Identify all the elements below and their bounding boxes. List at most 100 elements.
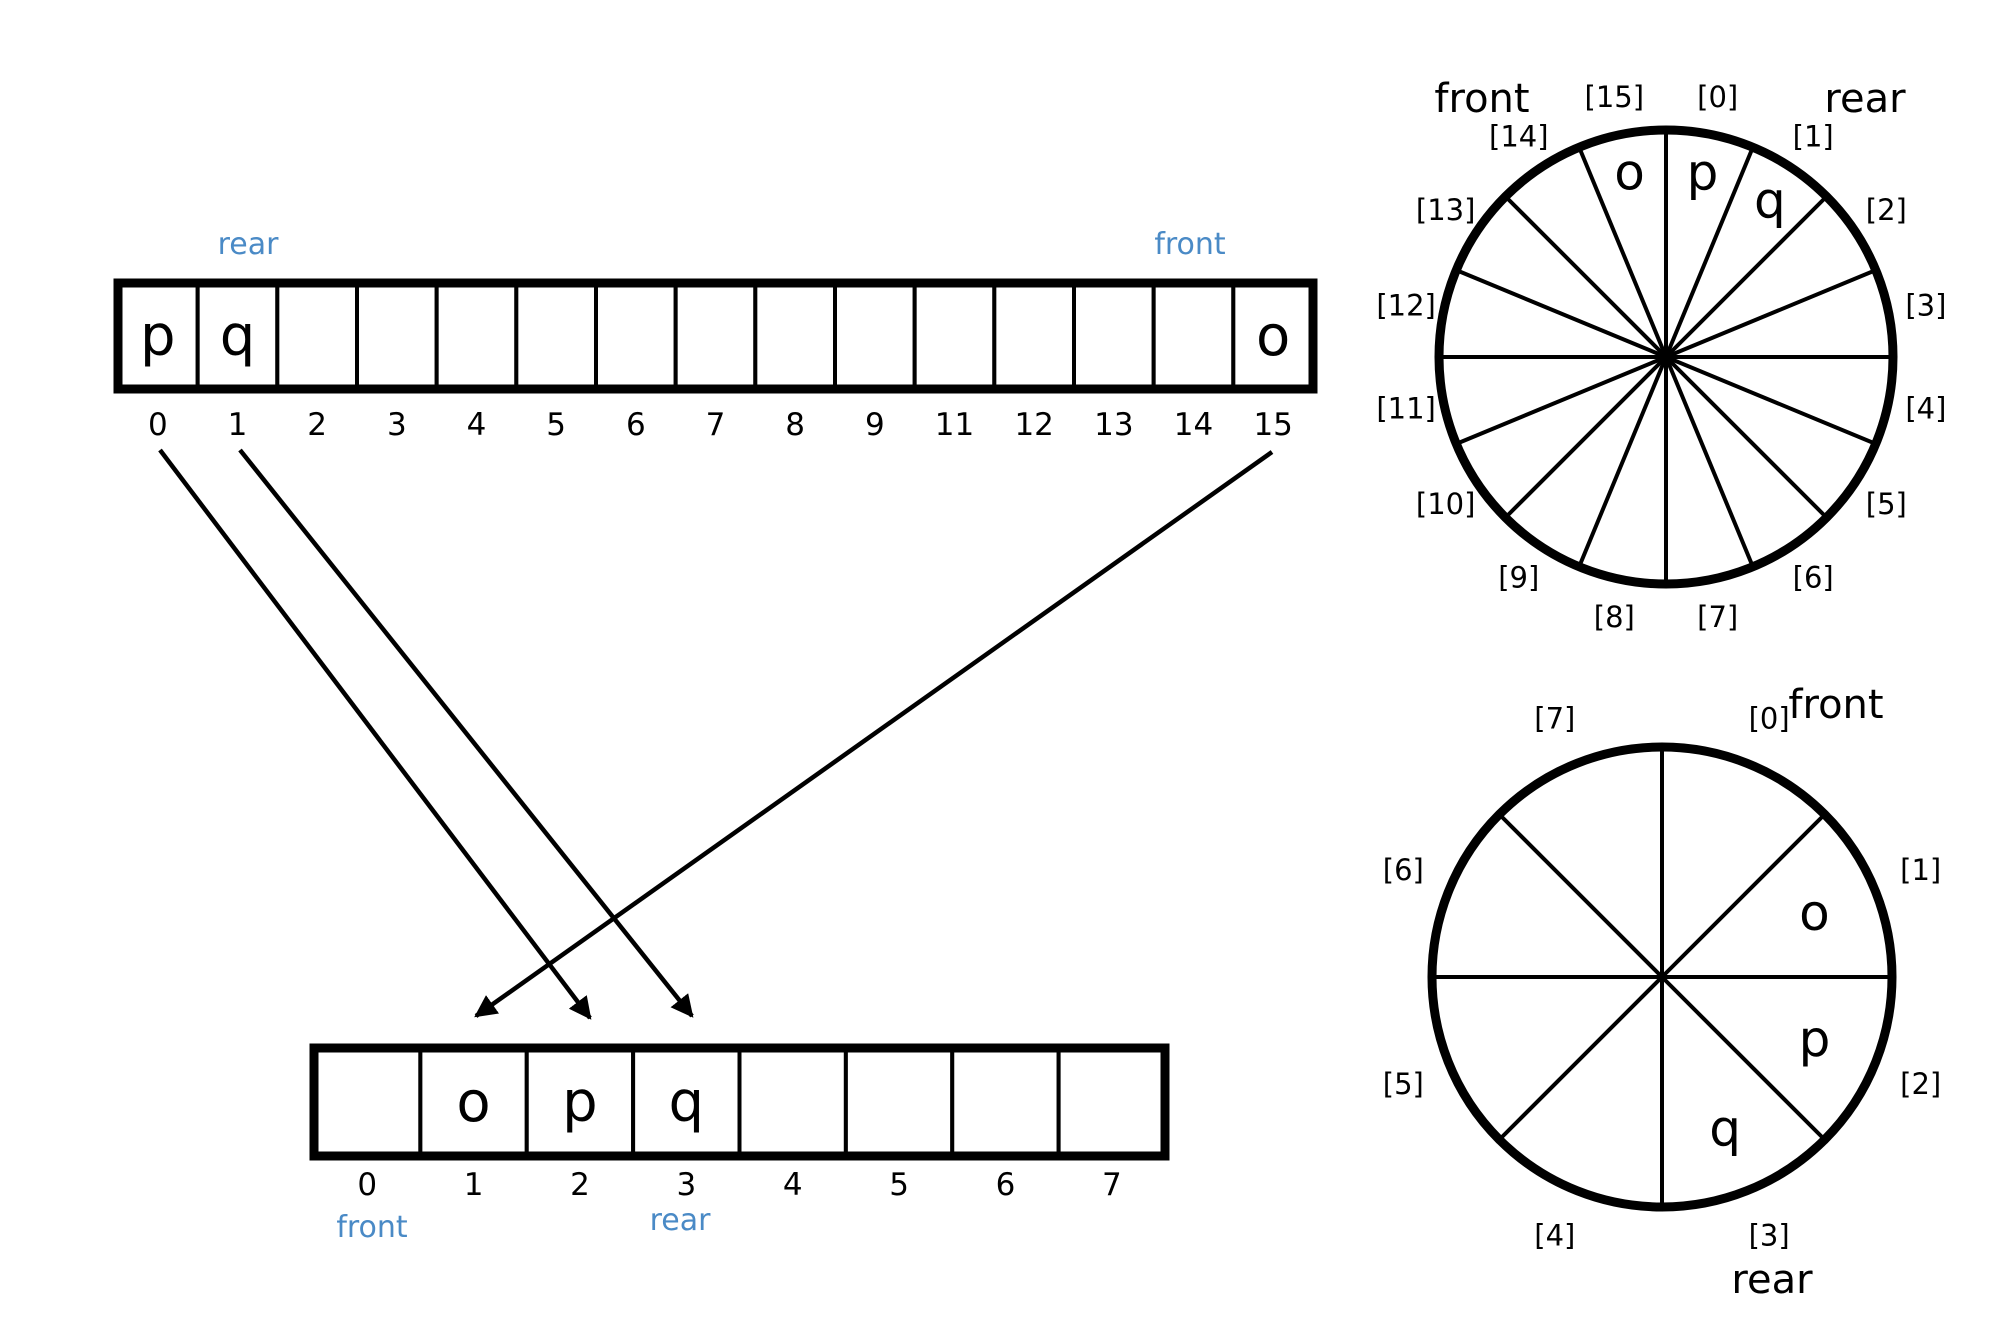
old-circular-queue: [0][1][2][3][4][5][6][7][8][9][10][11][1… (1376, 76, 1946, 634)
old-circle-ring (1434, 125, 1898, 589)
new-circle-ring (1427, 742, 1897, 1212)
new-array-cell-5 (843, 1046, 955, 1158)
old-array-index-label: 5 (546, 407, 566, 443)
old-circle-slot-label: [15] (1585, 80, 1645, 114)
new-array-frame (309, 1043, 1170, 1161)
old-array-index-label: 3 (387, 407, 407, 443)
old-array-index-label: 1 (228, 407, 248, 443)
new-circle-slot-value: p (1799, 1010, 1831, 1068)
old-array-index-label: 11 (935, 407, 974, 443)
old-circle-rear-pointer: rear (1824, 76, 1906, 122)
new-circle-slot-label: [1] (1900, 853, 1941, 887)
new-circle-front-pointer: front (1788, 682, 1883, 728)
old-array-index-label: 9 (865, 407, 885, 443)
old-circle-slot-label: [9] (1498, 560, 1539, 594)
old-circle-slot-label: [7] (1697, 600, 1738, 634)
new-array-index-label: 3 (676, 1167, 696, 1203)
old-array-index-label: 7 (706, 407, 726, 443)
new-array-index-label: 2 (570, 1167, 590, 1203)
old-circle-slot-label: [13] (1416, 193, 1476, 227)
old-circle-slot-label: [8] (1594, 600, 1635, 634)
old-circle-slot-label: [2] (1866, 193, 1907, 227)
new-array-index-label: 1 (464, 1167, 484, 1203)
old-array-cell-9 (833, 281, 917, 391)
old-circle-spoke (1664, 355, 1828, 519)
old-array-cell-4 (434, 281, 519, 391)
arrow-o-copy (474, 450, 1274, 1018)
old-circle-slot-labels: [0][1][2][3][4][5][6][7][8][9][10][11][1… (1376, 80, 1946, 634)
old-array-frame (113, 278, 1318, 394)
old-circle-spoke (1664, 356, 1755, 568)
new-circle-spoke (1660, 812, 1827, 979)
new-circle-slot-label: [4] (1534, 1219, 1575, 1253)
old-array-cell-2 (275, 281, 360, 391)
old-circle-spoke (1455, 355, 1667, 446)
new-array-cell-7 (1056, 1046, 1167, 1158)
old-array-index-label: 8 (785, 407, 805, 443)
new-circle-slot-value: o (1799, 884, 1830, 942)
old-array-index-label: 0 (148, 407, 168, 443)
new-circle-rear-pointer: rear (1731, 1257, 1813, 1303)
old-circle-slot-value: p (1687, 144, 1719, 202)
old-circle-spoke (1665, 355, 1877, 446)
old-circle-slot-label: [11] (1376, 392, 1436, 426)
new-circle-slot-label: [6] (1383, 853, 1424, 887)
old-array-index-label: 6 (626, 407, 646, 443)
old-circle-spoke (1504, 355, 1668, 519)
new-array-index-label: 4 (783, 1167, 803, 1203)
old-circle-slot-label: [5] (1866, 487, 1907, 521)
old-circle-slot-label: [14] (1489, 120, 1549, 154)
new-array-cell-4 (737, 1046, 848, 1158)
old-array-cell-6 (594, 281, 678, 391)
new-circle-slot-label: [2] (1900, 1067, 1941, 1101)
new-array-cell-0 (312, 1046, 423, 1158)
old-circle-spoke (1577, 146, 1668, 358)
old-circle-slot-label: [10] (1416, 487, 1476, 521)
old-array-cell-12 (1072, 281, 1156, 391)
old-circle-spoke (1664, 195, 1828, 359)
old-circle-slot-value: o (1614, 144, 1645, 202)
old-array-cell-3 (355, 281, 439, 391)
old-array-index-label: 4 (467, 407, 487, 443)
new-circle-values: o pq (1709, 884, 1830, 1158)
new-circle-slot-labels: [0][1][2][3][4][5][6][7] (1383, 701, 1941, 1252)
new-circle-slot-label: [7] (1534, 701, 1575, 735)
new-circle-slot-label: [0] (1749, 701, 1790, 735)
old-circle-slot-label: [0] (1697, 80, 1738, 114)
old-array-front-pointer: front (1154, 227, 1226, 262)
old-array-index-label: 14 (1174, 407, 1213, 443)
arrow-p-copy (158, 448, 592, 1020)
old-circle-slot-label: [4] (1905, 392, 1946, 426)
old-circle-slot-label: [1] (1793, 120, 1834, 154)
old-circle-spoke (1504, 195, 1668, 359)
copy-arrows (158, 448, 1274, 1020)
old-array-cell-11 (992, 281, 1076, 391)
new-array-cell-6 (950, 1046, 1061, 1158)
old-array-rear-pointer: rear (218, 227, 280, 262)
old-circle-front-pointer: front (1434, 76, 1529, 122)
old-circle-slot-value: q (1754, 172, 1786, 230)
new-circular-queue: [0][1][2][3][4][5][6][7] opq front rear (1383, 682, 1941, 1303)
old-circle-slot-label: [12] (1376, 288, 1436, 322)
new-circle-slot-value: q (1709, 1099, 1741, 1157)
new-array-rear-pointer: rear (650, 1203, 712, 1238)
new-array-index-label: 6 (996, 1167, 1016, 1203)
old-circle-spoke (1664, 146, 1755, 358)
new-array-cell-value: o (456, 1070, 490, 1135)
old-circle-spokes (1439, 130, 1893, 584)
new-circle-spoke (1660, 975, 1827, 1142)
old-array-cell-10 (912, 281, 997, 391)
new-array-cell-value: q (669, 1070, 705, 1135)
new-array-cell-3 (631, 1046, 742, 1158)
old-array-cell-value: o (1256, 304, 1290, 369)
new-array-index-label: 0 (357, 1167, 377, 1203)
old-array-cell-5 (514, 281, 598, 391)
old-circle-slot-label: [3] (1905, 288, 1946, 322)
new-circle-slot-label: [3] (1749, 1219, 1790, 1253)
